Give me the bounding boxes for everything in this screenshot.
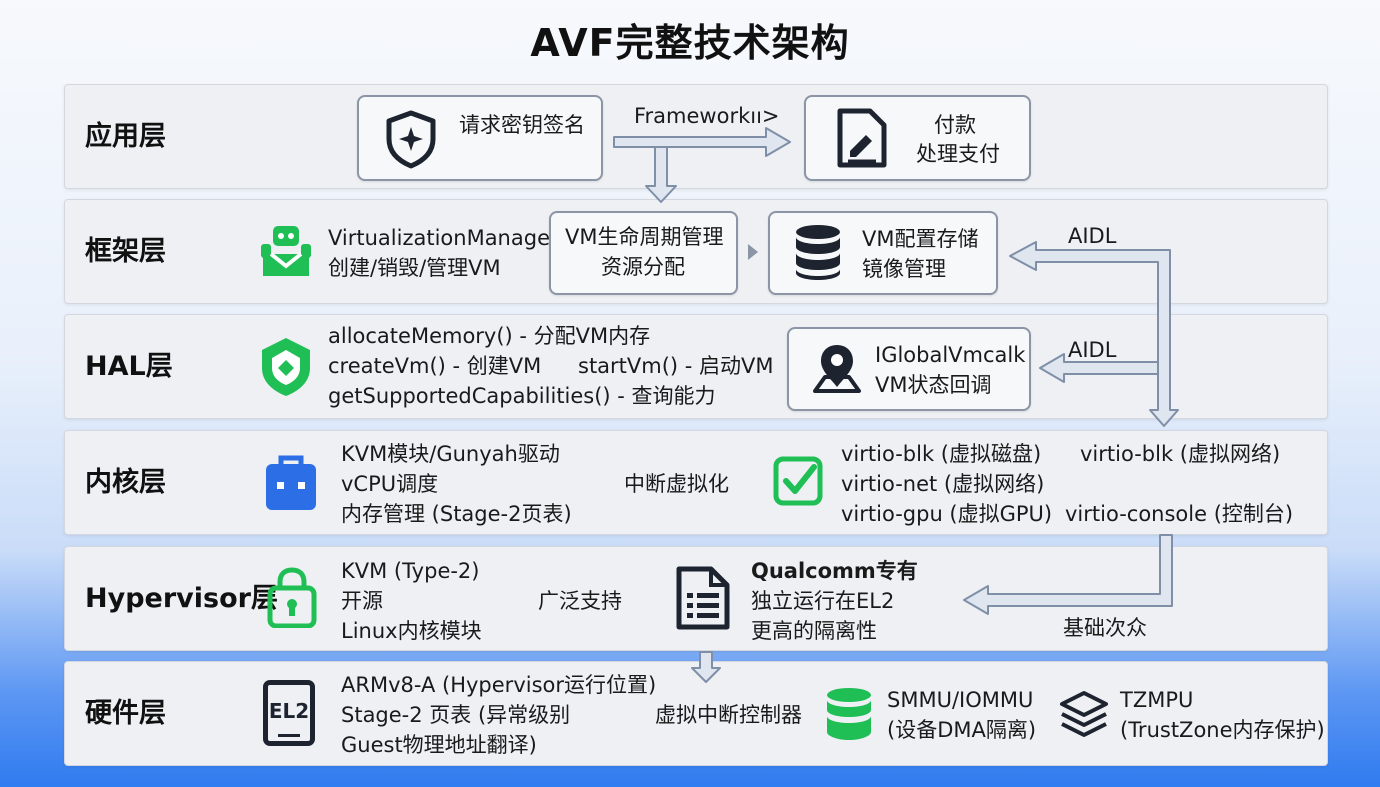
page-title: AVF完整技术架构	[530, 21, 850, 65]
robot-tray-icon	[261, 226, 311, 276]
payment-line1: 付款	[934, 113, 976, 137]
triangle-right-icon	[748, 244, 758, 260]
user-pin-icon	[813, 345, 861, 393]
shield-star-icon	[386, 110, 436, 169]
virtio-item-2: virtio-net (虚拟网络)	[841, 472, 1045, 496]
hyp-kvm-line3: Linux内核模块	[341, 619, 482, 643]
layer-label-hal: HAL层	[85, 351, 173, 382]
hyp-qualcomm-title: Qualcomm专有	[751, 559, 918, 583]
config-storage-line1: VM配置存储	[862, 227, 979, 251]
aidl-label-hal: AIDL	[1068, 338, 1117, 362]
layer-app: 应用层	[64, 84, 1328, 189]
config-storage-box[interactable]: VM配置存储 镜像管理	[768, 211, 998, 295]
framework-label: Frameworkıı>	[634, 104, 780, 128]
kernel-line3: 内存管理 (Stage-2页表)	[341, 502, 572, 526]
hyp-kvm-line2: 开源	[341, 589, 383, 613]
config-storage-line2: 镜像管理	[862, 257, 946, 281]
green-shield-icon	[262, 338, 310, 396]
hal-line2a: createVm() - 创建VM	[328, 354, 542, 378]
virtio-item-0: virtio-blk (虚拟磁盘)	[841, 442, 1042, 466]
layer-label-hypervisor: Hypervisor层	[85, 583, 278, 614]
el2-badge-icon: EL2	[263, 680, 315, 746]
el2-badge-bar	[278, 734, 300, 737]
lifecycle-box[interactable]: VM生命周期管理 资源分配	[549, 211, 738, 295]
document-pen-icon	[837, 108, 887, 168]
hyp-kvm-line1: KVM (Type-2)	[341, 559, 480, 583]
callback-box[interactable]: IGlobalVmcalk VM状态回调	[787, 327, 1031, 411]
layer-label-framework: 框架层	[85, 236, 166, 267]
sign-request-box[interactable]: 请求密钥签名	[357, 95, 603, 181]
virtio-item-4: virtio-console (控制台)	[1065, 502, 1294, 526]
hw-armv8-line2: Stage-2 页表 (异常级别	[341, 703, 571, 727]
layer-label-hardware: 硬件层	[85, 698, 166, 729]
hw-virt-interrupt: 虚拟中断控制器	[655, 703, 802, 727]
callback-line1: IGlobalVmcalk	[875, 343, 1026, 367]
layers-icon	[1060, 691, 1108, 737]
virtio-item-3: virtio-gpu (虚拟GPU)	[841, 502, 1053, 526]
database-icon	[796, 225, 840, 280]
hw-armv8-line1: ARMv8-A (Hypervisor运行位置)	[341, 673, 657, 697]
kernel-line1: KVM模块/Gunyah驱动	[341, 442, 560, 466]
hw-smmu-line1: SMMU/IOMMU	[887, 688, 1034, 712]
callback-line2: VM状态回调	[875, 373, 992, 397]
layer-label-kernel: 内核层	[85, 467, 166, 498]
aidl-label-framework: AIDL	[1068, 224, 1117, 248]
sign-request-text: 请求密钥签名	[459, 113, 585, 137]
payment-line2: 处理支付	[916, 142, 1000, 166]
vm-manager-name: VirtualizationManager	[328, 226, 559, 250]
hw-armv8-line3: Guest物理地址翻译)	[341, 733, 537, 757]
payment-box[interactable]: 付款 处理支付	[804, 95, 1031, 181]
lifecycle-line2: 资源分配	[601, 255, 685, 279]
hyp-qualcomm-line1: 独立运行在EL2	[751, 589, 895, 613]
hal-line1: allocateMemory() - 分配VM内存	[328, 324, 651, 348]
lock-icon	[267, 567, 317, 628]
lifecycle-line1: VM生命周期管理	[565, 225, 724, 249]
layer-label-app: 应用层	[85, 121, 166, 152]
briefcase-icon	[266, 455, 316, 510]
virtio-item-1: virtio-blk (虚拟网络)	[1080, 442, 1281, 466]
database-green-icon	[827, 688, 871, 740]
hal-line2b: startVm() - 启动VM	[578, 354, 774, 378]
hw-tzmpu-line2: (TrustZone内存保护)	[1120, 718, 1325, 742]
hw-tzmpu-line1: TZMPU	[1120, 688, 1194, 712]
hyp-wide-support: 广泛支持	[538, 589, 622, 613]
kernel-line2: vCPU调度	[341, 472, 439, 496]
kernel-interrupt-virt: 中断虚拟化	[624, 472, 729, 496]
hyp-basis-label: 基础次众	[1063, 616, 1147, 640]
checkbox-icon	[773, 456, 823, 506]
hyp-qualcomm-line2: 更高的隔离性	[751, 619, 877, 643]
list-document-icon	[676, 566, 730, 630]
el2-badge-text: EL2	[268, 699, 310, 723]
hw-smmu-line2: (设备DMA隔离)	[887, 718, 1037, 742]
hal-line3: getSupportedCapabilities() - 查询能力	[328, 384, 716, 408]
vm-manager-desc: 创建/销毁/管理VM	[328, 256, 501, 280]
